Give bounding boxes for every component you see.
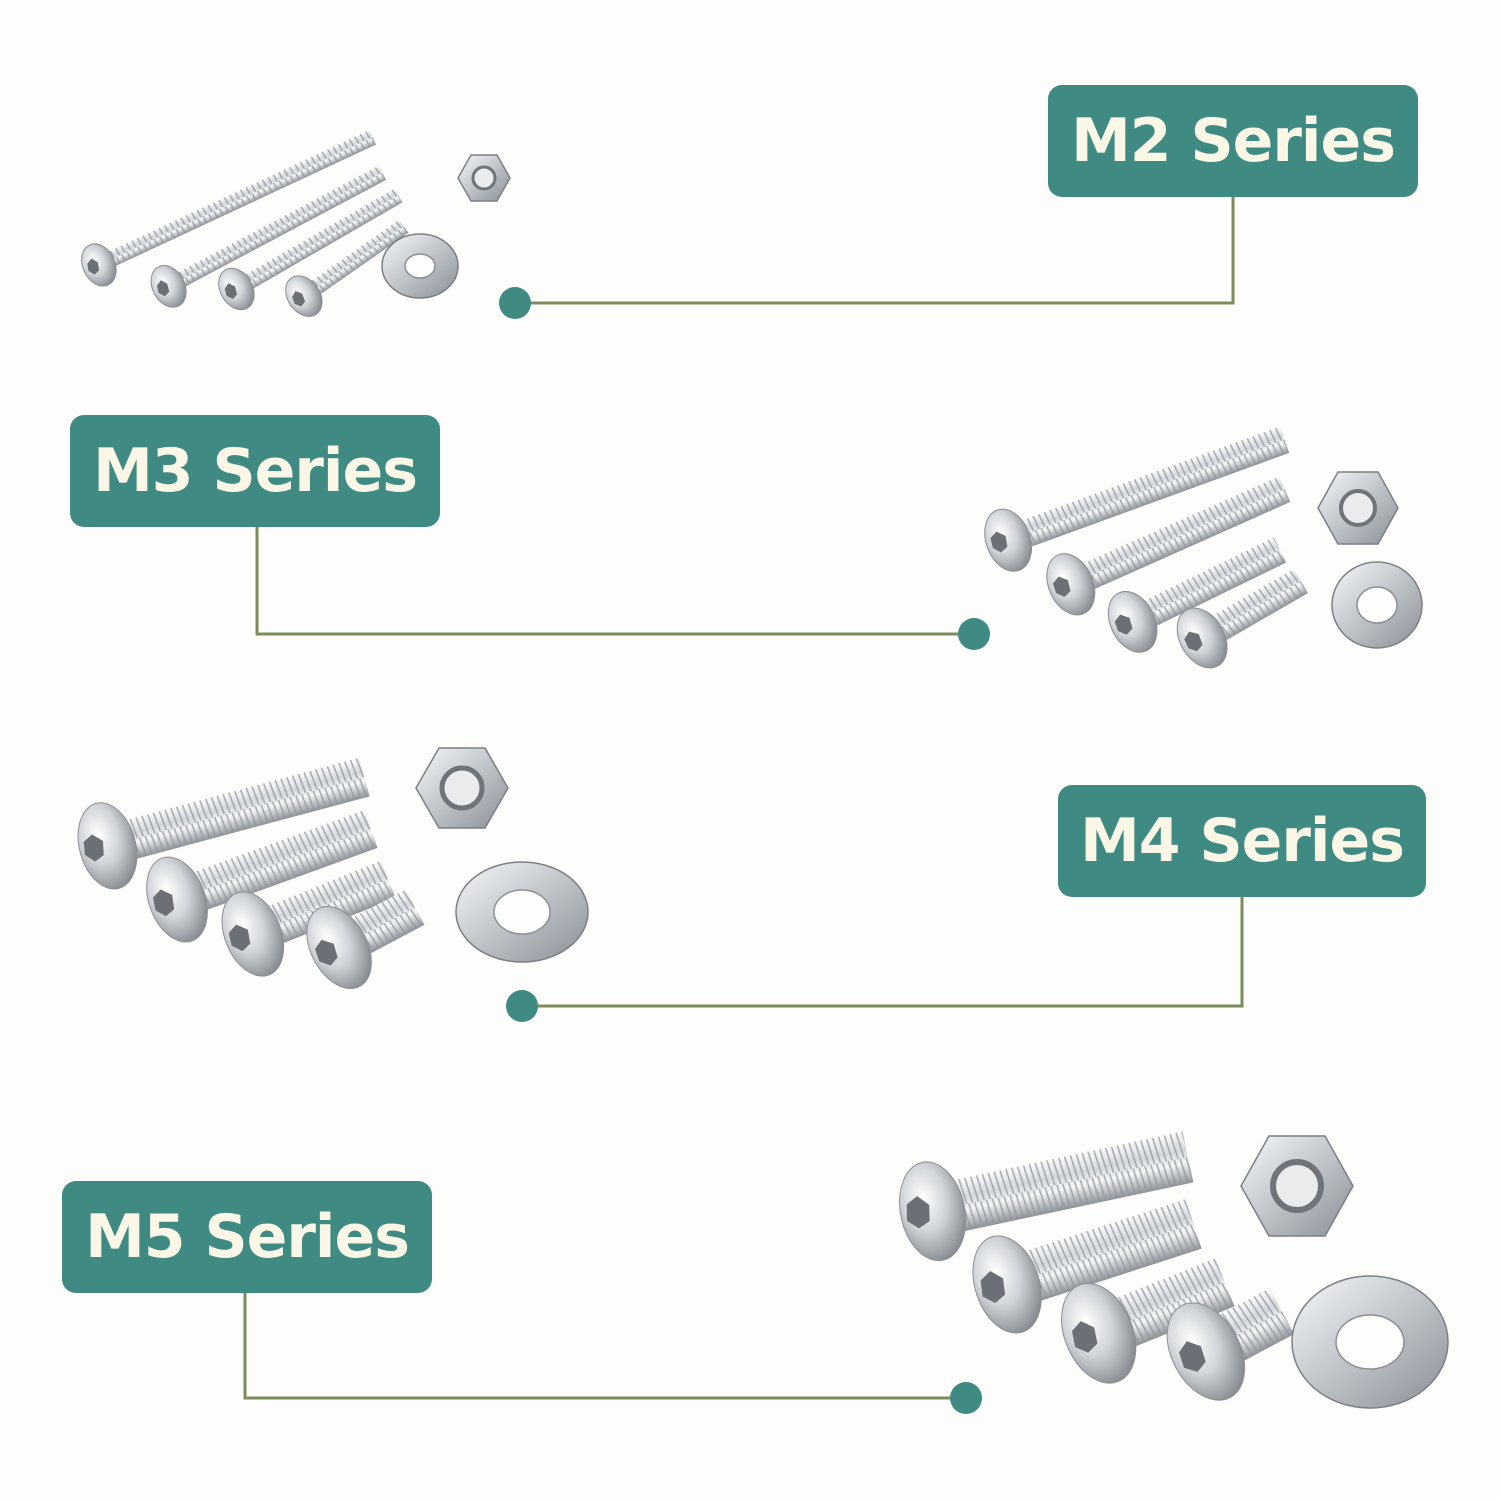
hardware-group-m4 [77, 747, 589, 990]
series-label-text: M2 Series [1071, 106, 1396, 176]
button-head-screw-icon [221, 860, 396, 977]
flat-washer-icon [1331, 561, 1423, 649]
connector-dot-icon [950, 1382, 982, 1414]
hardware-group-m3 [984, 426, 1423, 669]
hex-nut-icon [1317, 471, 1399, 545]
button-head-screw-icon [972, 1199, 1202, 1334]
flat-washer-icon [455, 861, 589, 963]
button-head-screw-icon [285, 219, 409, 317]
series-label-text: M5 Series [85, 1202, 410, 1272]
series-label-m5: M5 Series [62, 1181, 432, 1293]
series-label-m2: M2 Series [1048, 85, 1418, 197]
button-head-screw-icon [1107, 537, 1287, 653]
hardware-group-m5 [899, 1131, 1449, 1409]
button-head-screw-icon [1166, 1288, 1295, 1401]
button-head-screw-icon [146, 810, 378, 943]
connector-m4 [522, 897, 1244, 1008]
connector-m2 [515, 197, 1235, 305]
connector-m5 [243, 1293, 966, 1400]
button-head-screw-icon [306, 889, 425, 990]
button-head-screw-icon [77, 757, 370, 890]
hex-nut-icon [1240, 1135, 1354, 1237]
connector-m3 [255, 527, 974, 636]
connector-dot-icon [506, 990, 538, 1022]
hardware-group-m2 [81, 130, 511, 317]
connector-dot-icon [958, 618, 990, 650]
button-head-screw-icon [984, 426, 1290, 572]
series-label-m3: M3 Series [70, 415, 440, 527]
button-head-screw-icon [150, 165, 387, 308]
button-head-screw-icon [218, 188, 403, 311]
button-head-screw-icon [1046, 476, 1291, 616]
button-head-screw-icon [1061, 1258, 1235, 1384]
series-label-text: M4 Series [1080, 806, 1405, 876]
hex-nut-icon [457, 154, 511, 202]
button-head-screw-icon [81, 130, 376, 287]
flat-washer-icon [381, 233, 459, 299]
connector-dot-icon [499, 287, 531, 319]
hex-nut-icon [415, 747, 509, 829]
flat-washer-icon [1291, 1275, 1449, 1409]
button-head-screw-icon [899, 1131, 1194, 1262]
button-head-screw-icon [1176, 568, 1308, 669]
series-label-m4: M4 Series [1058, 785, 1426, 897]
series-label-text: M3 Series [93, 436, 418, 506]
